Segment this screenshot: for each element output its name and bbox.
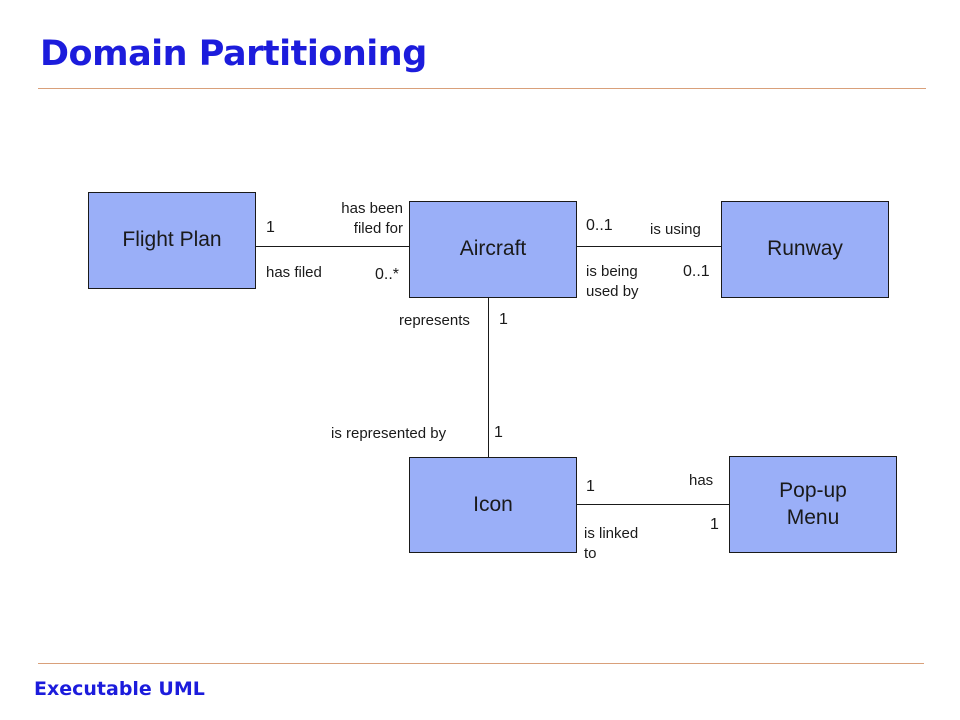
- role-has-been-filed-for-line1: has been: [341, 200, 403, 217]
- role-is-linked-to: is linked to: [584, 524, 638, 563]
- multiplicity-runway: 0..1: [683, 263, 710, 280]
- class-name-flight-plan: Flight Plan: [122, 228, 222, 252]
- role-has-filed: has filed: [266, 264, 322, 281]
- class-box-icon[interactable]: Icon: [409, 457, 577, 553]
- footer-label: Executable UML: [34, 678, 205, 700]
- class-name-aircraft: Aircraft: [459, 237, 527, 261]
- class-name-popup-menu: Pop-up Menu: [779, 478, 847, 531]
- role-is-being-used-by: is being used by: [586, 262, 639, 301]
- class-box-popup-menu[interactable]: Pop-up Menu: [729, 456, 897, 553]
- association-line-aircraft-runway: [576, 246, 722, 247]
- header-divider: [38, 88, 926, 89]
- class-box-runway[interactable]: Runway: [721, 201, 889, 298]
- multiplicity-aircraft-flightplan: 0..*: [375, 266, 400, 283]
- multiplicity-popup-menu: 1: [710, 516, 719, 533]
- class-box-flight-plan[interactable]: Flight Plan: [88, 192, 256, 289]
- role-has-been-filed-for: has been filed for: [300, 199, 403, 238]
- class-name-runway: Runway: [767, 237, 843, 261]
- association-line-icon-popup: [576, 504, 730, 505]
- role-has: has: [689, 472, 714, 489]
- class-name-popup-menu-line1: Pop-up: [779, 479, 847, 503]
- class-box-aircraft[interactable]: Aircraft: [409, 201, 577, 298]
- role-is-linked-to-line1: is linked: [584, 525, 639, 542]
- page-title: Domain Partitioning: [40, 34, 427, 74]
- multiplicity-icon-popup: 1: [586, 478, 595, 495]
- multiplicity-aircraft-runway: 0..1: [586, 217, 613, 234]
- role-is-represented-by: is represented by: [331, 425, 447, 442]
- multiplicity-icon-aircraft: 1: [494, 424, 503, 441]
- association-line-aircraft-icon: [488, 297, 489, 457]
- association-line-flightplan-aircraft: [256, 246, 410, 247]
- role-is-linked-to-line2: to: [584, 544, 597, 562]
- class-name-icon: Icon: [473, 492, 513, 516]
- footer-divider: [38, 663, 924, 664]
- role-represents: represents: [399, 312, 470, 329]
- role-is-using: is using: [650, 221, 701, 238]
- multiplicity-aircraft-icon: 1: [499, 311, 508, 328]
- role-is-being-used-by-line2: used by: [586, 282, 639, 300]
- class-name-popup-menu-line2: Menu: [786, 505, 840, 529]
- multiplicity-flightplan: 1: [266, 219, 275, 236]
- role-is-being-used-by-line1: is being: [586, 263, 638, 280]
- role-has-been-filed-for-line2: filed for: [353, 219, 403, 237]
